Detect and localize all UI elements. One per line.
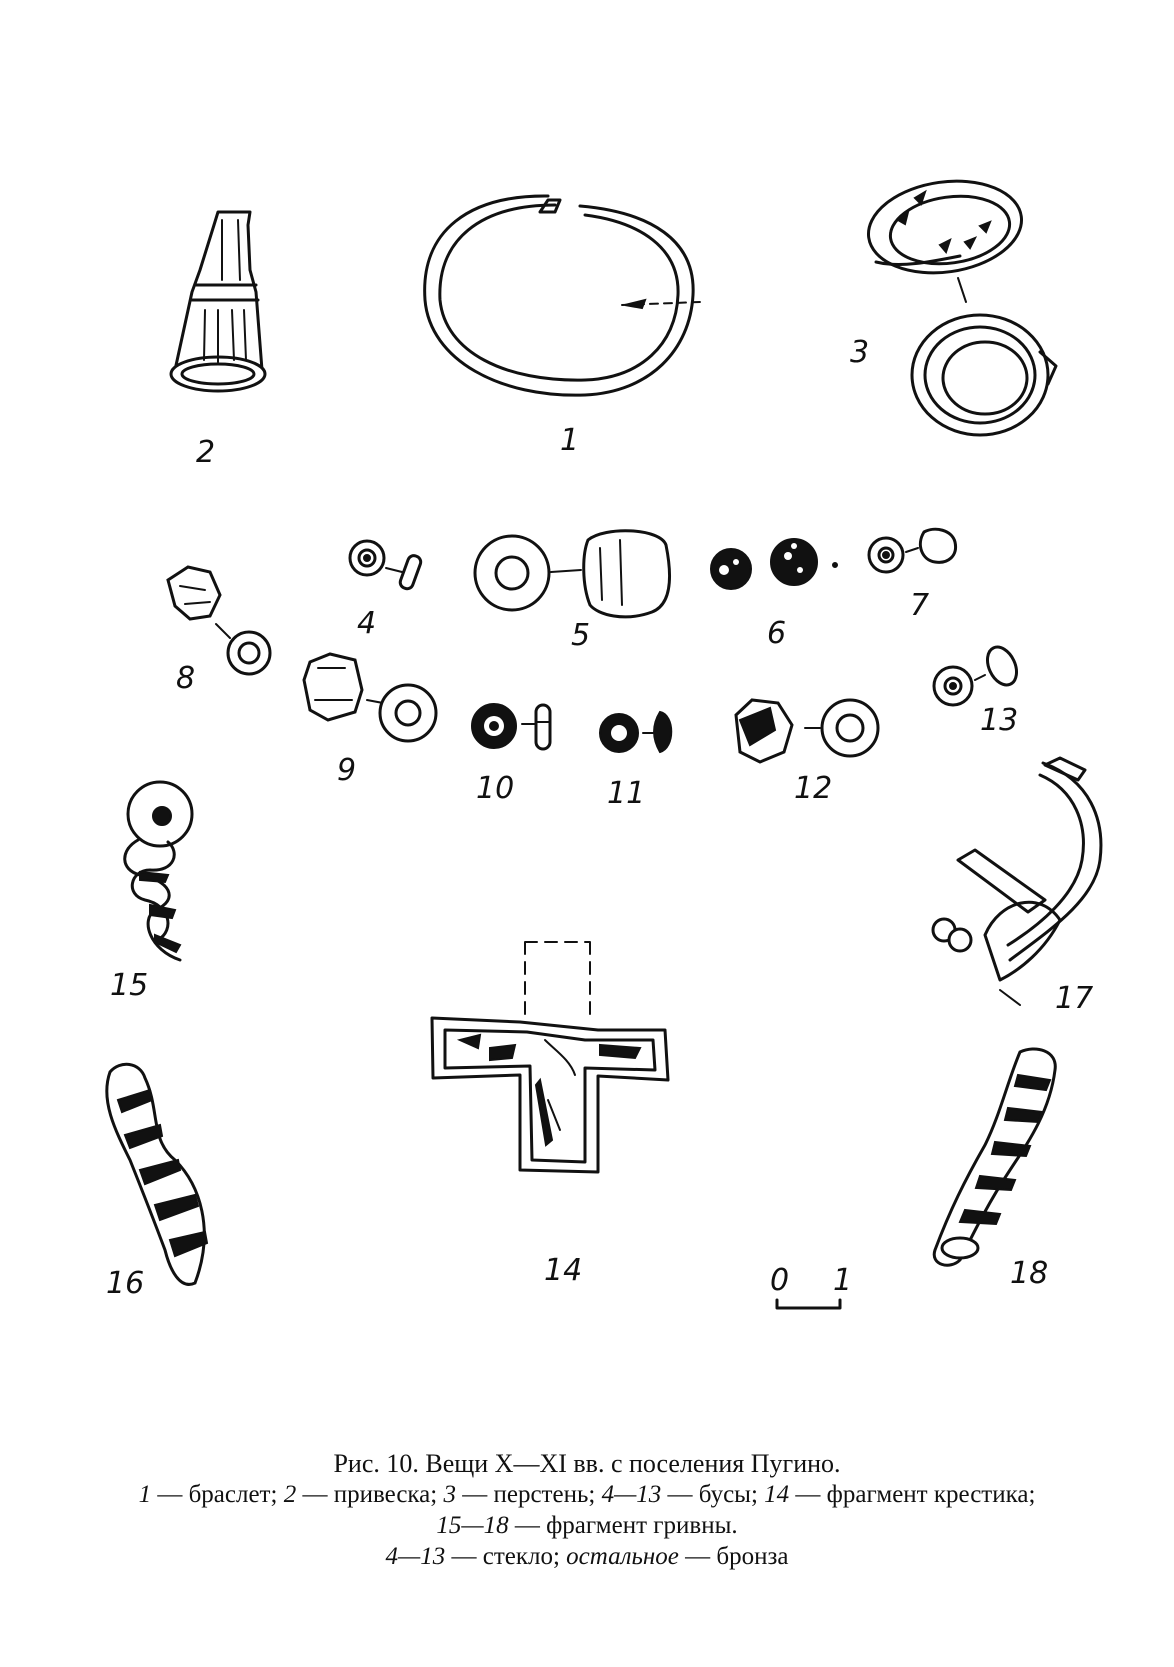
caption-line-torque: 15—18 — фрагмент гривны. xyxy=(0,1510,1174,1541)
item-6-bead-drawing xyxy=(710,538,838,590)
caption-item-num: 15—18 xyxy=(436,1512,509,1539)
item-2-pendant-drawing xyxy=(169,210,267,393)
item-number-1: 1 xyxy=(560,423,579,458)
figure-caption: Рис. 10. Вещи X—XI вв. с поселения Пугин… xyxy=(0,1448,1174,1572)
caption-item-text: — фрагмент крестика; xyxy=(789,1481,1036,1508)
item-number-14: 14 xyxy=(544,1253,582,1288)
item-number-16: 16 xyxy=(106,1266,144,1301)
scale-bar: 0 1 xyxy=(770,1263,852,1310)
item-3-ring-drawing xyxy=(866,179,1058,437)
caption-item-text: — перстень; xyxy=(455,1481,602,1508)
caption-item-num: 3 xyxy=(443,1481,456,1508)
caption-material-text: — бронза xyxy=(678,1543,789,1570)
item-number-5: 5 xyxy=(571,618,590,653)
item-14-cross-fragment-drawing xyxy=(430,941,670,1174)
item-number-13: 13 xyxy=(980,703,1018,738)
item-18-torque-fragment-drawing xyxy=(932,1047,1057,1267)
caption-item-num: 4—13 xyxy=(601,1481,662,1508)
caption-material-italic: остальное xyxy=(566,1543,679,1570)
item-1-bracelet-drawing xyxy=(423,194,701,397)
item-12-bead-drawing xyxy=(734,698,880,764)
item-number-6: 6 xyxy=(767,616,786,651)
item-13-bead-drawing xyxy=(932,645,1019,707)
item-numbers: 1 2 3 4 5 6 7 8 9 10 11 12 13 14 15 16 1… xyxy=(106,335,1093,1301)
caption-item-text: — стекло; xyxy=(445,1543,567,1570)
item-7-bead-drawing xyxy=(867,527,958,574)
caption-item-text: — привеска; xyxy=(296,1481,444,1508)
item-number-3: 3 xyxy=(850,335,869,370)
item-number-10: 10 xyxy=(476,771,514,806)
item-number-4: 4 xyxy=(357,606,376,641)
caption-item-text: — браслет; xyxy=(151,1481,284,1508)
item-10-bead-drawing xyxy=(471,703,552,751)
caption-item-num: 2 xyxy=(283,1481,297,1508)
caption-item-num: 4—13 xyxy=(385,1543,446,1570)
item-number-12: 12 xyxy=(794,771,832,806)
item-number-11: 11 xyxy=(607,776,645,811)
item-4-bead-drawing xyxy=(348,539,423,591)
caption-title: Рис. 10. Вещи X—XI вв. с поселения Пугин… xyxy=(333,1449,841,1478)
item-number-17: 17 xyxy=(1055,981,1093,1016)
item-5-bead-drawing xyxy=(473,529,671,619)
item-9-bead-drawing xyxy=(302,652,438,743)
caption-item-num: 1 xyxy=(138,1481,152,1508)
item-number-7: 7 xyxy=(910,588,929,623)
scale-bar-start-label: 0 xyxy=(770,1263,789,1298)
item-11-bead-drawing xyxy=(599,710,673,754)
caption-item-num: 14 xyxy=(764,1481,790,1508)
caption-item-text: — фрагмент гривны. xyxy=(508,1512,738,1539)
item-17-torque-fragment-drawing xyxy=(931,756,1103,1006)
caption-line-materials: 4—13 — стекло; остальное — бронза xyxy=(0,1541,1174,1572)
item-number-8: 8 xyxy=(176,661,195,696)
caption-item-text: — бусы; xyxy=(661,1481,765,1508)
item-16-torque-fragment-drawing xyxy=(105,1062,209,1286)
item-number-18: 18 xyxy=(1010,1256,1048,1291)
item-8-bead-drawing xyxy=(166,565,272,676)
item-number-15: 15 xyxy=(110,968,148,1003)
scale-bar-end-label: 1 xyxy=(833,1263,852,1298)
item-number-9: 9 xyxy=(337,753,356,788)
item-15-torque-fragment-drawing xyxy=(123,780,194,962)
caption-line-items: 1 — браслет; 2 — привеска; 3 — перстень;… xyxy=(0,1479,1174,1510)
item-number-2: 2 xyxy=(196,435,215,470)
